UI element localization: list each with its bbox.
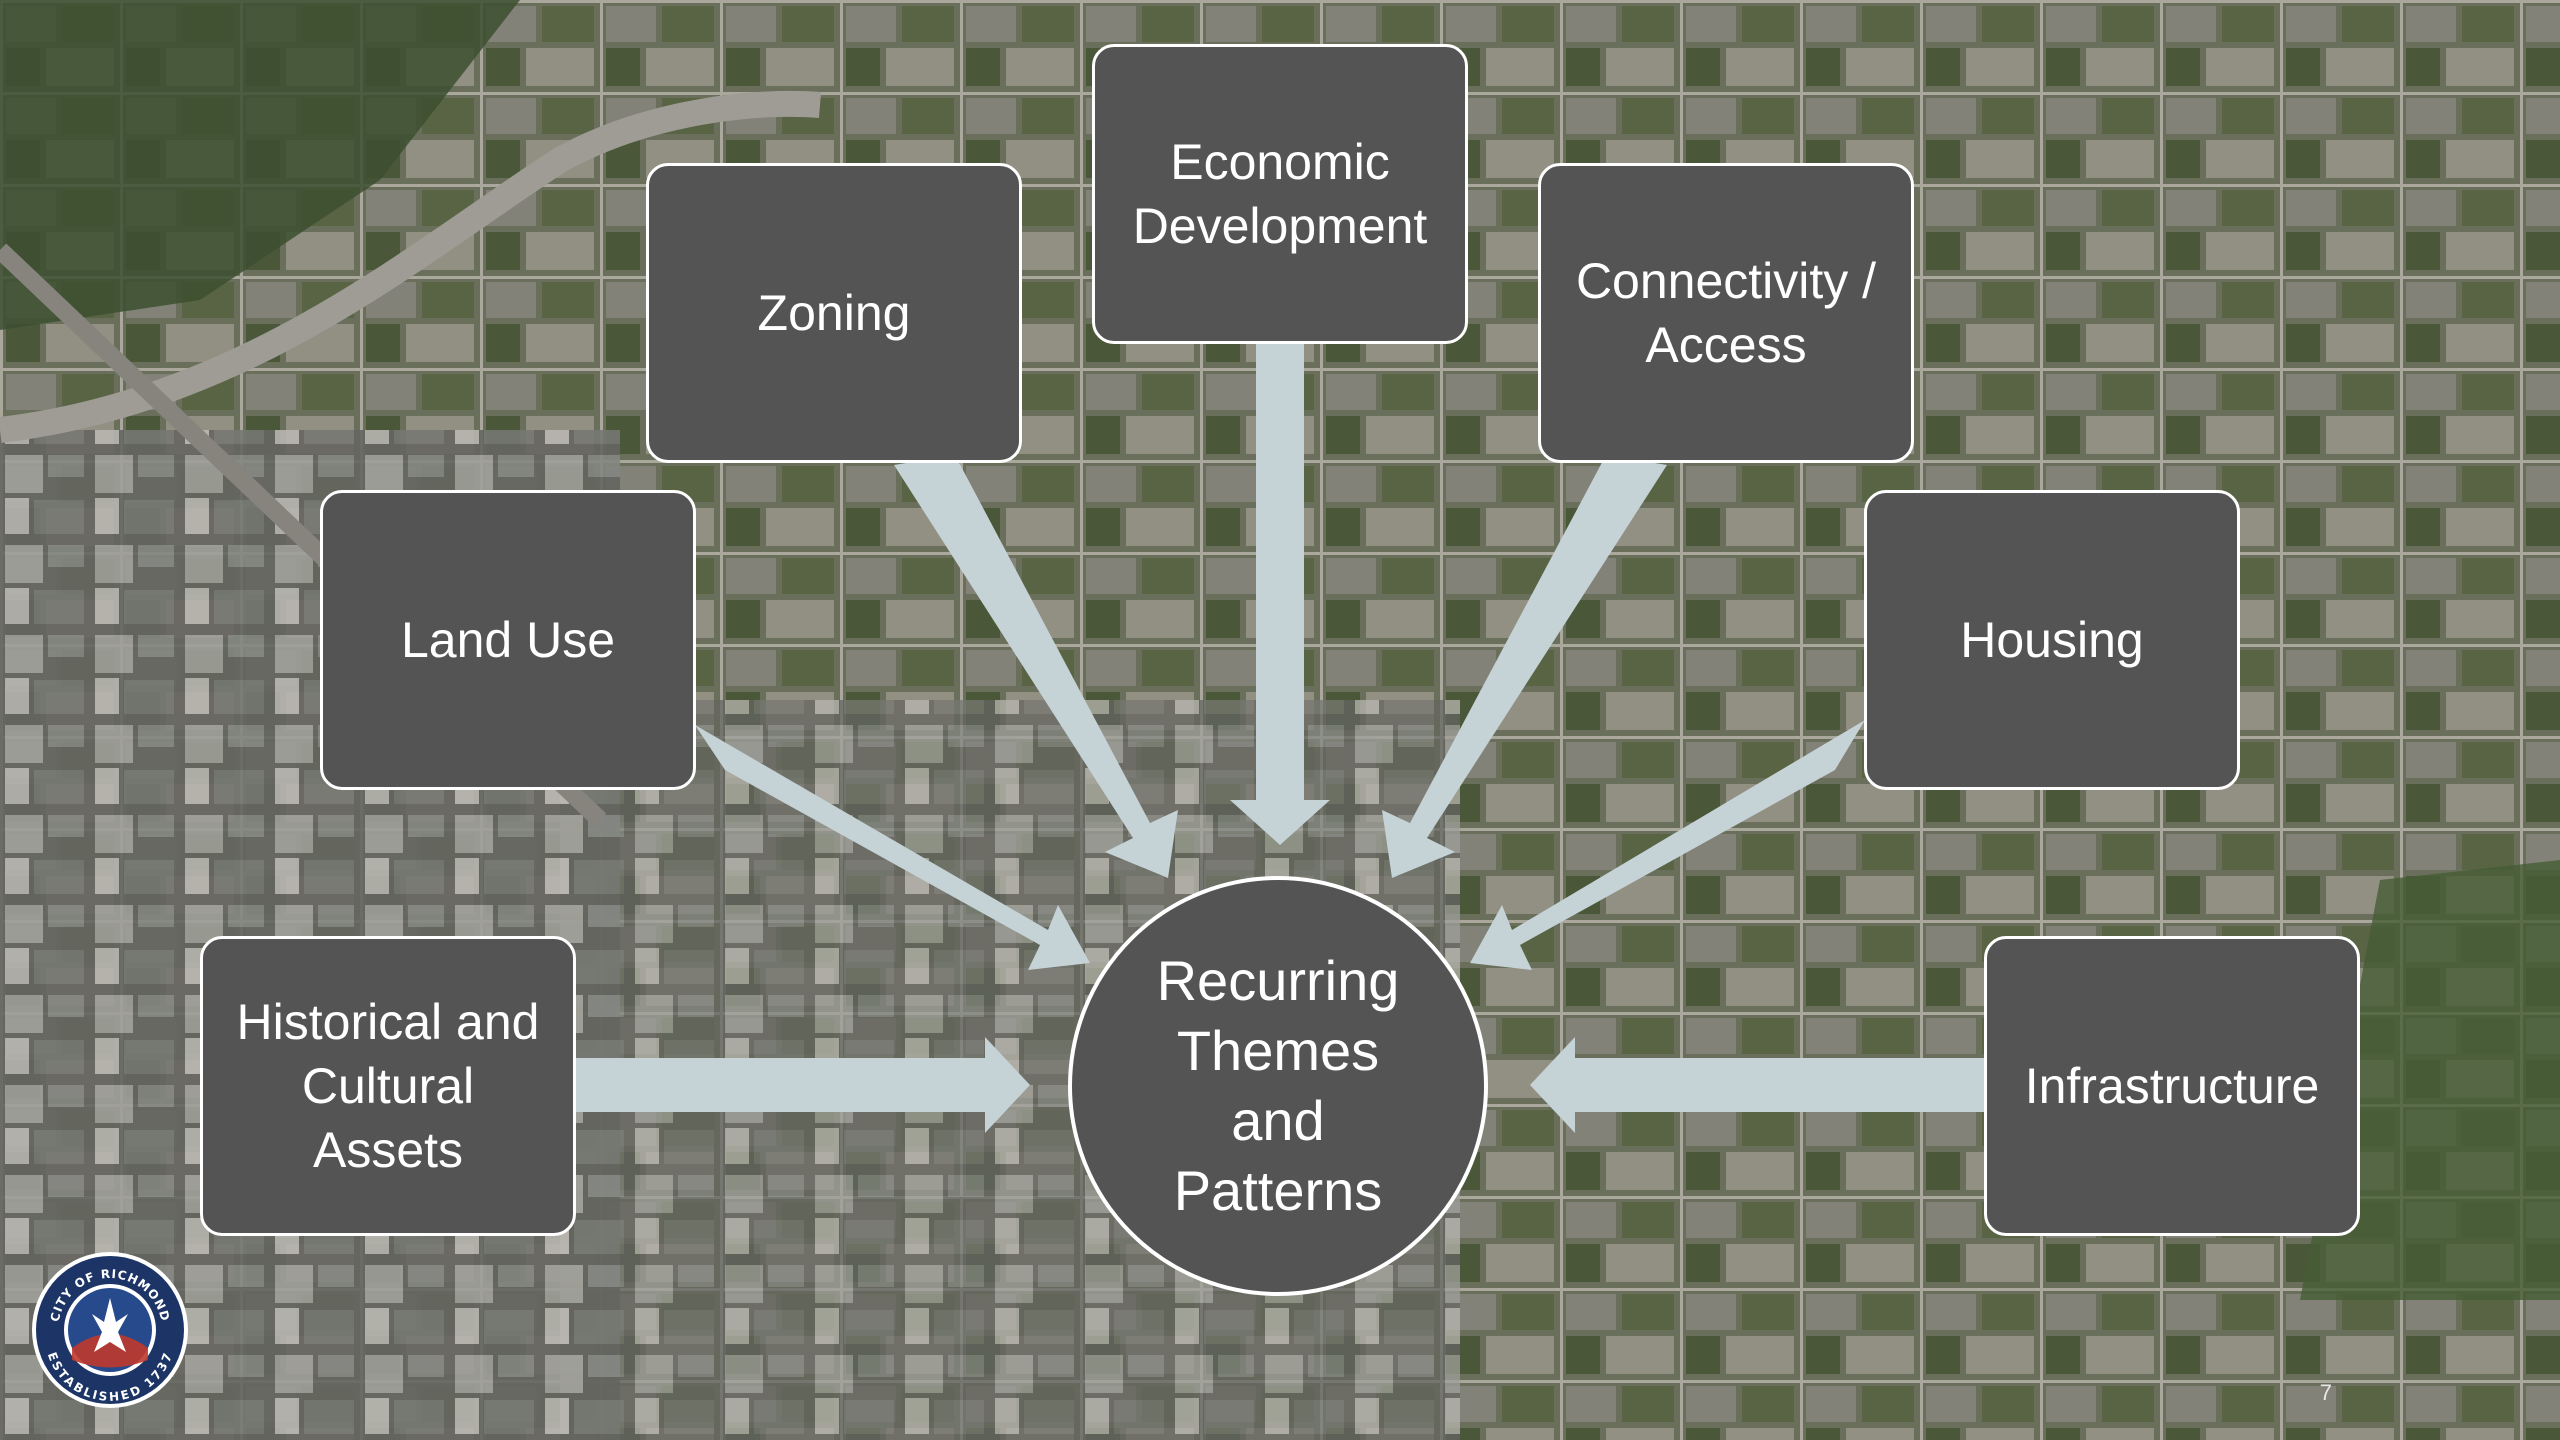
theme-label-infrastructure: Infrastructure bbox=[2024, 1058, 2320, 1114]
theme-box-land-use: Land Use bbox=[320, 490, 696, 790]
arrow-land-use bbox=[695, 725, 1090, 970]
arrow-zoning bbox=[894, 455, 1178, 878]
arrow-economic-development bbox=[1230, 340, 1330, 845]
theme-box-infrastructure: Infrastructure bbox=[1984, 936, 2360, 1236]
arrow-housing bbox=[1470, 720, 1865, 970]
arrow-historical-cultural bbox=[575, 1037, 1030, 1133]
arrow-infrastructure bbox=[1530, 1037, 1985, 1133]
theme-box-historical-cultural: Historical and Cultural Assets bbox=[200, 936, 576, 1236]
theme-label-connectivity-access: Connectivity / Access bbox=[1575, 253, 1877, 373]
arrow-connectivity-access bbox=[1382, 455, 1667, 878]
theme-label-historical-cultural: Historical and Cultural Assets bbox=[236, 994, 540, 1178]
hub-label: Recurring Themes and Patterns bbox=[1156, 949, 1400, 1222]
theme-box-housing: Housing bbox=[1864, 490, 2240, 790]
page-number: 7 bbox=[2319, 1380, 2332, 1405]
theme-box-connectivity-access: Connectivity / Access bbox=[1538, 163, 1914, 463]
theme-label-housing: Housing bbox=[1960, 612, 2144, 668]
theme-label-zoning: Zoning bbox=[757, 285, 911, 341]
hub-recurring-themes: Recurring Themes and Patterns bbox=[1068, 876, 1488, 1296]
theme-label-economic-development: Economic Development bbox=[1132, 134, 1428, 254]
theme-label-land-use: Land Use bbox=[400, 612, 616, 668]
theme-box-zoning: Zoning bbox=[646, 163, 1022, 463]
city-of-richmond-seal-logo: CITY OF RICHMOND ESTABLISHED 1737 bbox=[32, 1252, 188, 1408]
theme-box-economic-development: Economic Development bbox=[1092, 44, 1468, 344]
